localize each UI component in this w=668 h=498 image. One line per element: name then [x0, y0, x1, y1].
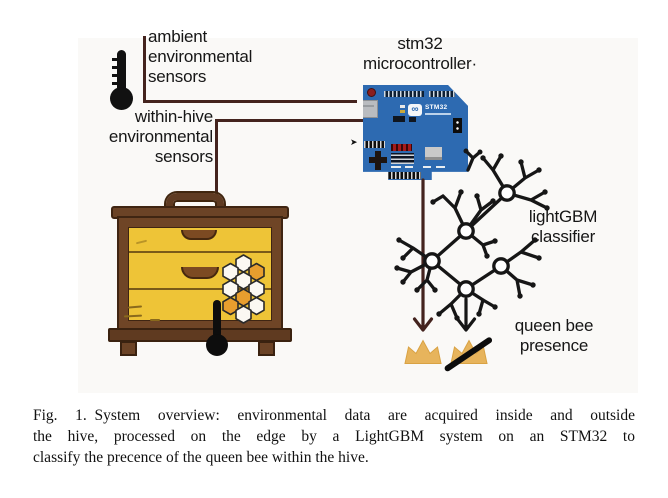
thermometer-tick [112, 58, 118, 61]
hive-drawer-handle [181, 230, 217, 240]
label-line: within-hive [134, 107, 213, 126]
down-arrow-icon [455, 297, 477, 332]
board-component [369, 157, 387, 163]
caption-line: classify the precence of the queen bee w… [33, 449, 369, 466]
label-line: sensors [154, 147, 213, 166]
tree-node [423, 252, 441, 270]
within-hive-sensors-label: within-hive environmental sensors [58, 107, 213, 167]
ambient-sensors-label: ambient environmental sensors [148, 27, 252, 87]
inner-thermometer-stem [213, 300, 221, 338]
board-chip [425, 147, 442, 160]
hive-drawer-handle [181, 267, 219, 279]
label-line: ambient [148, 27, 208, 46]
thermometer-stem [117, 50, 126, 100]
board-pin-header [364, 141, 385, 148]
thermometer-tick [112, 66, 118, 69]
decision-tree-graph [394, 148, 550, 332]
stm32-microcontroller-label: stm32 microcontroller· [343, 34, 497, 74]
board-pin-header [387, 172, 421, 179]
board-component [400, 110, 405, 113]
board-connector [453, 118, 462, 133]
hive-leg [258, 341, 275, 356]
tree-node [492, 257, 510, 275]
board-led-array [391, 144, 412, 151]
board-pin-grid [391, 153, 414, 164]
hive-leg [120, 341, 137, 356]
board-logo-text: STM32 [425, 104, 448, 111]
label-line: microcontroller· [363, 54, 477, 73]
tree-node [457, 280, 475, 298]
caption-line: the hive, processed on the edge by a Lig… [33, 428, 635, 445]
tree-node [457, 222, 475, 240]
figure-caption: Fig. 1. System overview: environmental d… [33, 405, 635, 468]
hive-sensor-wire-vertical [215, 119, 218, 199]
thermometer-bulb [110, 87, 133, 110]
board-chip [409, 117, 416, 122]
honeycomb-icon [222, 254, 265, 324]
label-line: queen bee [514, 316, 594, 335]
board-silkscreen [423, 166, 431, 168]
board-reset-button [367, 88, 376, 97]
lightgbm-classifier-label: lightGBM classifier [506, 207, 620, 247]
hive-scratch [150, 319, 160, 321]
board-pin-header [429, 91, 455, 97]
queen-bee-presence-label: queen bee presence [498, 316, 610, 356]
label-line: environmental [148, 47, 253, 66]
board-chip [393, 116, 405, 122]
hive-divider [129, 288, 271, 290]
thermometer-tick [112, 82, 118, 85]
hive-divider [129, 251, 271, 253]
board-logo-subtext [425, 113, 451, 115]
label-line: classifier [530, 227, 596, 246]
hive-sensor-wire-horizontal [215, 119, 365, 122]
board-component [400, 105, 405, 108]
label-line: lightGBM [528, 207, 598, 226]
board-silkscreen [405, 166, 413, 168]
ambient-sensor-wire-horizontal [143, 100, 357, 103]
st-logo: ∞ [408, 104, 422, 116]
inner-thermometer-bulb [206, 334, 228, 356]
label-line: presence [519, 336, 589, 355]
tree-node [498, 184, 516, 202]
board-usb-connector [363, 100, 378, 118]
crown-icon [404, 339, 442, 364]
label-line: stm32 [397, 34, 443, 53]
stm32-board-illustration: ∞ STM32 [363, 85, 468, 180]
board-pin-pointer-icon: ➤ [350, 137, 358, 147]
label-line: environmental [108, 127, 213, 146]
hive-base [108, 328, 292, 342]
ambient-sensor-wire-vertical [143, 36, 146, 103]
hive-handle [166, 193, 224, 218]
caption-line: Fig. 1. System overview: environmental d… [33, 407, 635, 424]
label-line: sensors [148, 67, 207, 86]
board-pin-header [384, 91, 424, 97]
board-silkscreen [391, 166, 401, 168]
thermometer-tick [112, 74, 118, 77]
board-silkscreen [436, 166, 445, 168]
